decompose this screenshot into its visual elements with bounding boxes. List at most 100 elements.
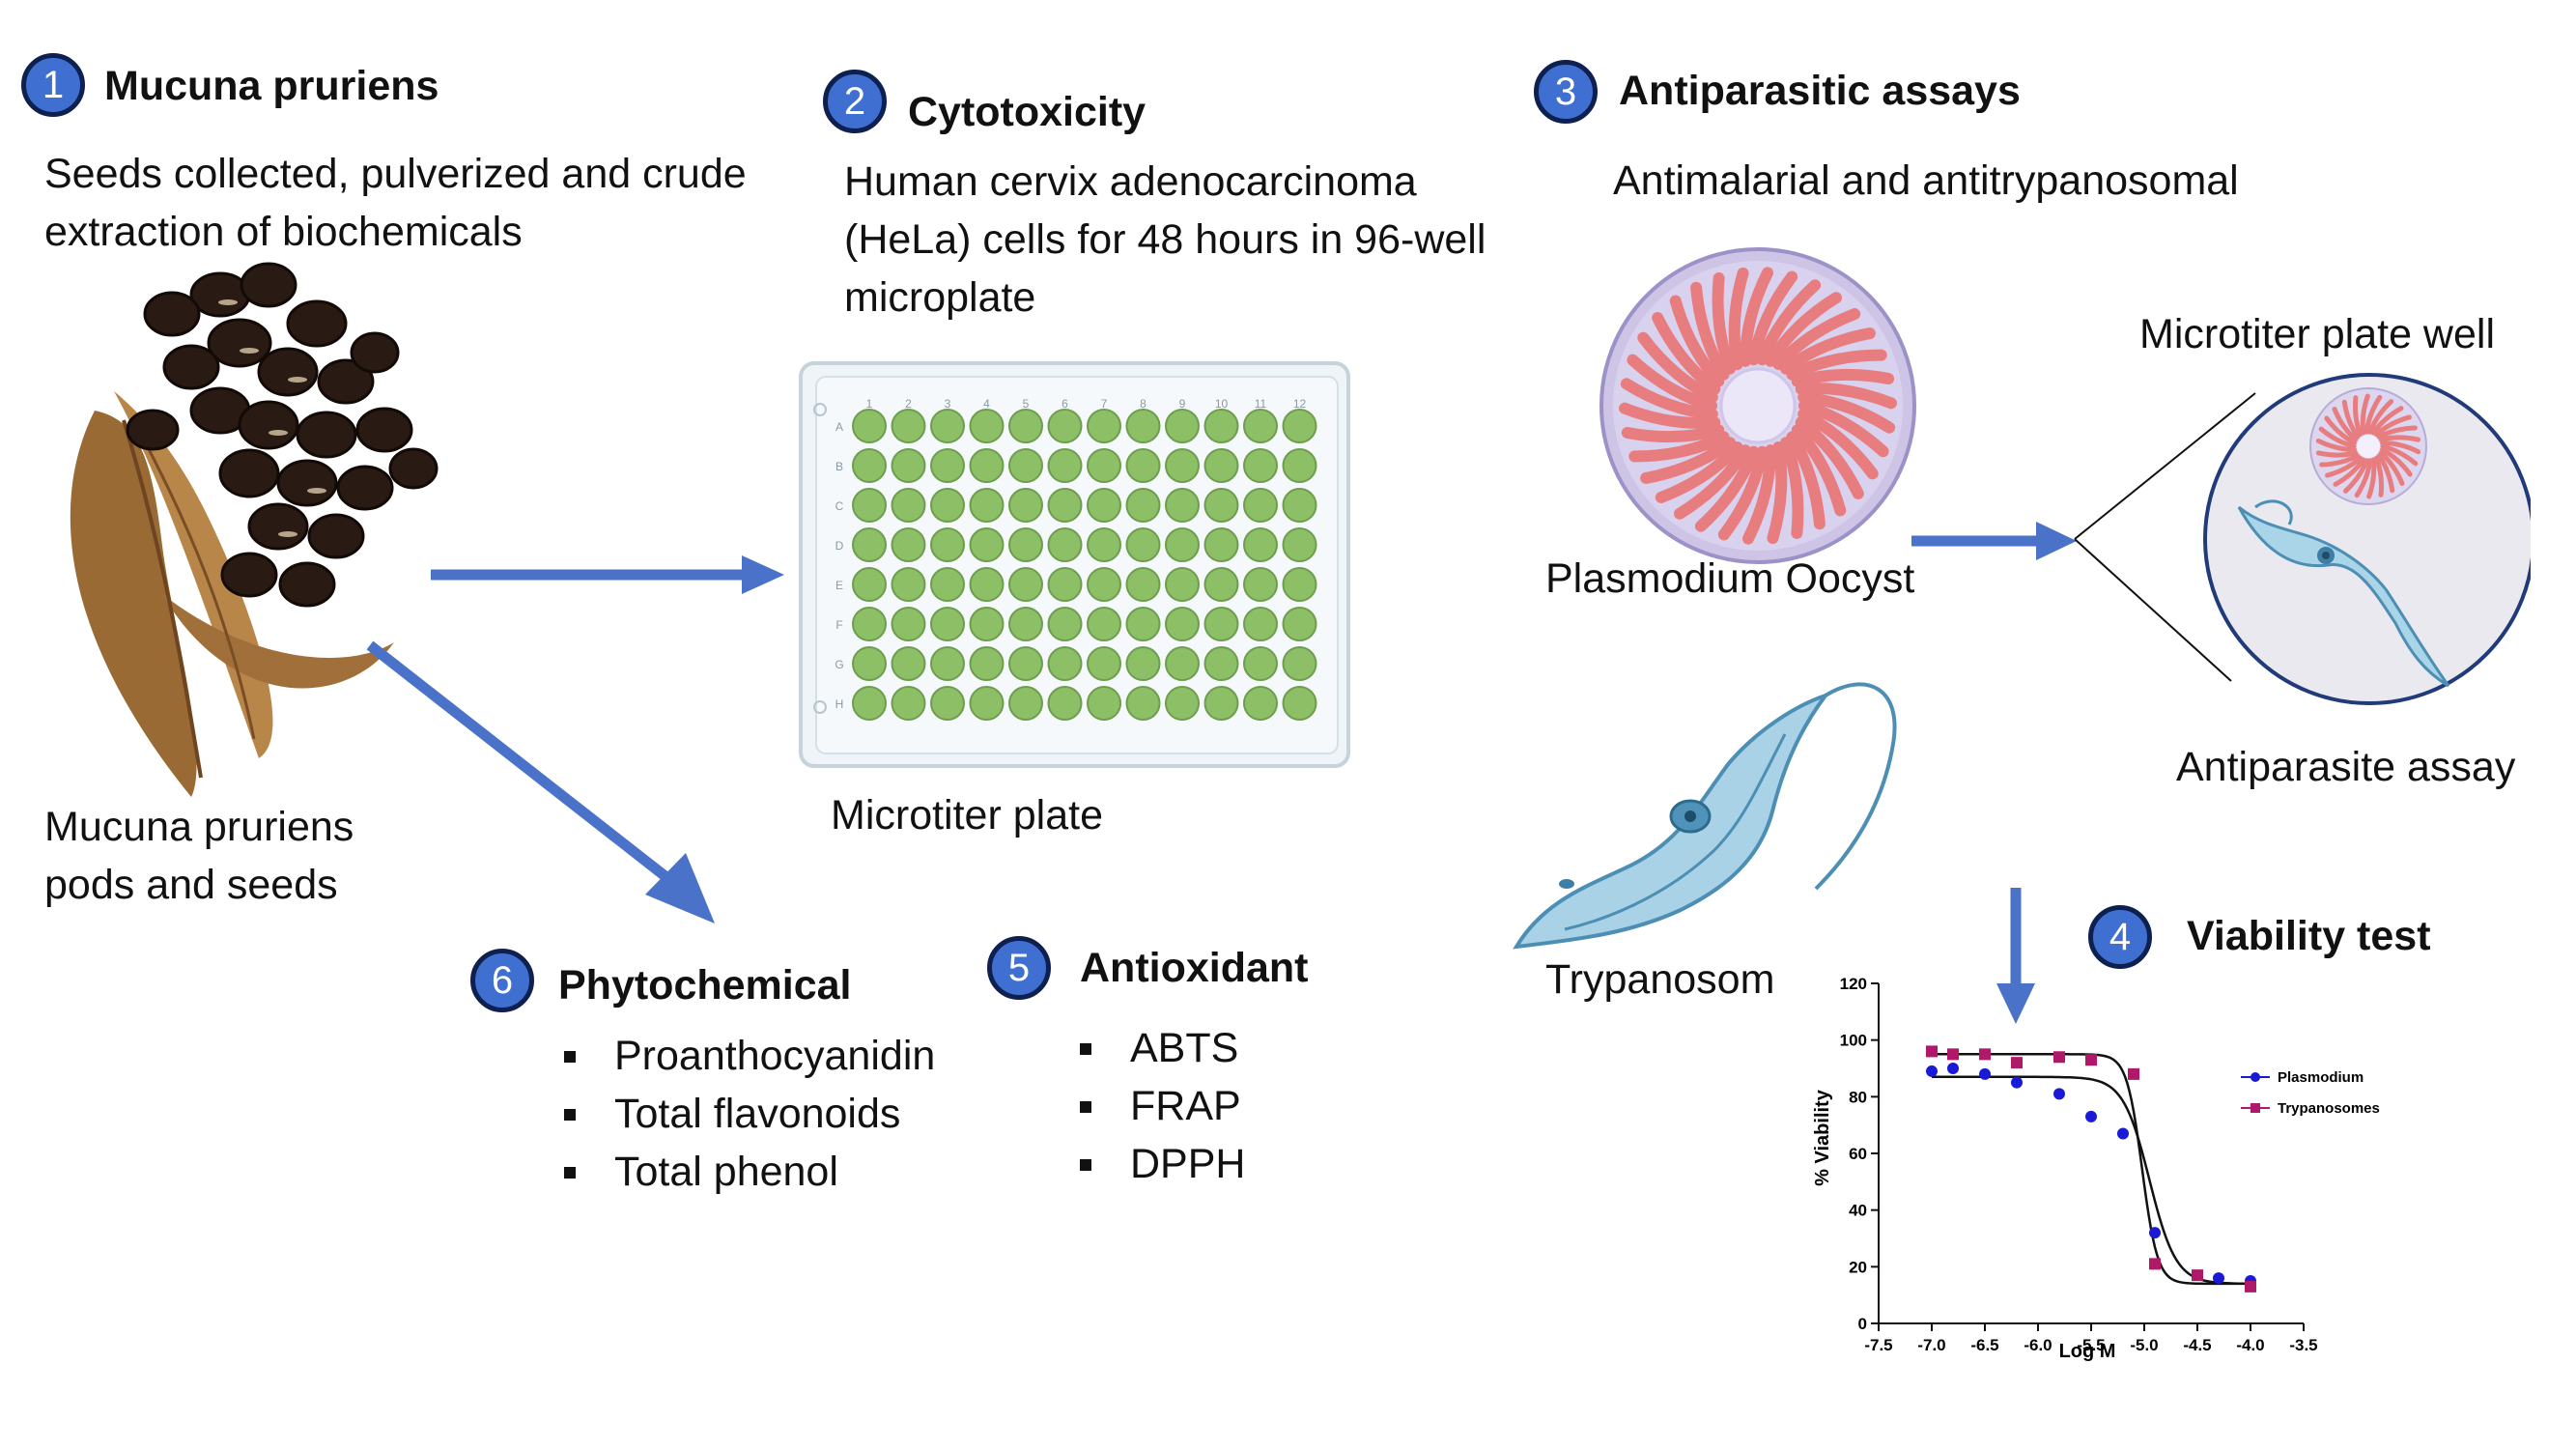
sporozoite: [1779, 437, 1804, 539]
sporozoite: [1767, 440, 1788, 545]
sporozoite: [2354, 458, 2373, 498]
plate-well: [1203, 646, 1239, 681]
step4-badge: 4: [2088, 905, 2152, 969]
step2-badge: 2: [823, 70, 887, 133]
plate-well: [969, 567, 1005, 602]
plate-well: [930, 646, 965, 681]
plate-well: [1282, 607, 1317, 641]
plate-well: [930, 567, 965, 602]
step1-desc-line2: extraction of biochemicals: [44, 209, 523, 255]
sporozoite: [2319, 453, 2361, 468]
list-item: FRAP: [1072, 1077, 1245, 1135]
sporozoite: [1717, 445, 1769, 541]
microtiter-well-zoom: [2074, 373, 2531, 705]
plate-row-label: H: [835, 697, 844, 711]
sporozoite: [2318, 426, 2357, 449]
plate-well: [1165, 448, 1200, 483]
sporozoite: [2376, 453, 2395, 494]
plate-well: [891, 448, 926, 483]
plate-well: [1243, 527, 1278, 562]
plate-column-label: 4: [983, 397, 990, 411]
step2-desc-line3: microplate: [844, 274, 1036, 321]
plate-well: [1282, 686, 1317, 721]
plate-column-label: 7: [1101, 397, 1108, 411]
sporozoite: [1712, 272, 1737, 375]
y-tick-label: 80: [1849, 1088, 1867, 1106]
x-tick-label: -7.0: [1917, 1336, 1945, 1354]
plate-well: [969, 527, 1005, 562]
chart-fit-curves: [1932, 1053, 2249, 1286]
plate-row-label: A: [835, 420, 843, 434]
plate-well: [1282, 409, 1317, 443]
x-tick-label: -4.0: [2236, 1336, 2264, 1354]
data-point-plasmodium: [2149, 1227, 2161, 1239]
plate-well: [930, 607, 965, 641]
data-point-trypanosomes: [2245, 1280, 2256, 1293]
x-tick-label: -5.0: [2130, 1336, 2158, 1354]
plate-well: [1047, 646, 1083, 681]
sporozoite: [2364, 394, 2383, 435]
trypanosome-image: [1513, 682, 1897, 950]
arrow-to-phytochemical: [366, 640, 715, 923]
sporozoite: [1791, 368, 1895, 387]
plate-well: [1125, 409, 1161, 443]
sporozoite: [2370, 406, 2404, 436]
data-point-plasmodium: [2053, 1088, 2065, 1100]
y-tick-label: 20: [1849, 1258, 1867, 1276]
data-point-plasmodium: [1979, 1067, 1991, 1080]
plate-row-label: F: [835, 618, 842, 632]
plate-well: [852, 488, 887, 523]
mucuna-seeds-image: [70, 262, 439, 797]
data-point-trypanosomes: [2085, 1054, 2097, 1066]
sporozoite: [1621, 424, 1725, 443]
pod-shape: [70, 411, 197, 797]
plate-well: [930, 527, 965, 562]
step2-title: Cytotoxicity: [908, 89, 1146, 135]
plate-well: [1282, 488, 1317, 523]
x-tick-label: -7.5: [1864, 1336, 1892, 1354]
antioxidant-list: ABTS FRAP DPPH: [1072, 1019, 1245, 1193]
plate-well: [1047, 488, 1083, 523]
plate-well: [852, 567, 887, 602]
y-tick-label: 60: [1849, 1145, 1867, 1163]
plate-well: [1125, 448, 1161, 483]
sporozoite: [2367, 399, 2394, 435]
plate-well: [891, 607, 926, 641]
step4-title: Viability test: [2187, 913, 2431, 959]
plate-well: [969, 409, 1005, 443]
step1-caption-line2: pods and seeds: [44, 862, 338, 908]
sporozoite: [2376, 425, 2418, 440]
plate-well: [1087, 488, 1121, 523]
data-point-plasmodium: [1947, 1063, 1959, 1074]
sporozoite: [2374, 455, 2385, 497]
plasmodium-oocyst-image: [1599, 247, 1916, 564]
plasmodium-oocyst-label: Plasmodium Oocyst: [1545, 555, 1915, 602]
x-tick-label: -5.5: [2077, 1336, 2105, 1354]
plate-well: [1008, 607, 1043, 641]
plate-well: [1203, 527, 1239, 562]
sporozoite: [2315, 450, 2359, 458]
plate-well: [1087, 646, 1121, 681]
chart-xlabel: Log M: [2059, 1341, 2116, 1362]
sporozoite: [1652, 312, 1721, 395]
plate-well: [1047, 527, 1083, 562]
sporozoite: [1620, 378, 1718, 420]
plate-well: [891, 567, 926, 602]
plate-well: [852, 527, 887, 562]
phytochemical-list: Proanthocyanidin Total flavonoids Total …: [556, 1027, 935, 1201]
sporozoite: [1741, 444, 1777, 545]
data-point-trypanosomes: [1979, 1048, 1991, 1061]
plate-well: [1125, 646, 1161, 681]
list-item: Total phenol: [556, 1143, 935, 1201]
step1-caption-line1: Mucuna pruriens: [44, 804, 354, 850]
legend-label: Trypanosomes: [2278, 1100, 2380, 1117]
plate-column-label: 11: [1255, 397, 1267, 411]
plate-column-label: 6: [1062, 397, 1068, 411]
arrow-to-microplate: [431, 555, 784, 594]
plate-well: [891, 527, 926, 562]
plate-row-label: D: [835, 539, 844, 553]
plate-well: [1087, 448, 1121, 483]
sporozoite: [1619, 402, 1721, 429]
